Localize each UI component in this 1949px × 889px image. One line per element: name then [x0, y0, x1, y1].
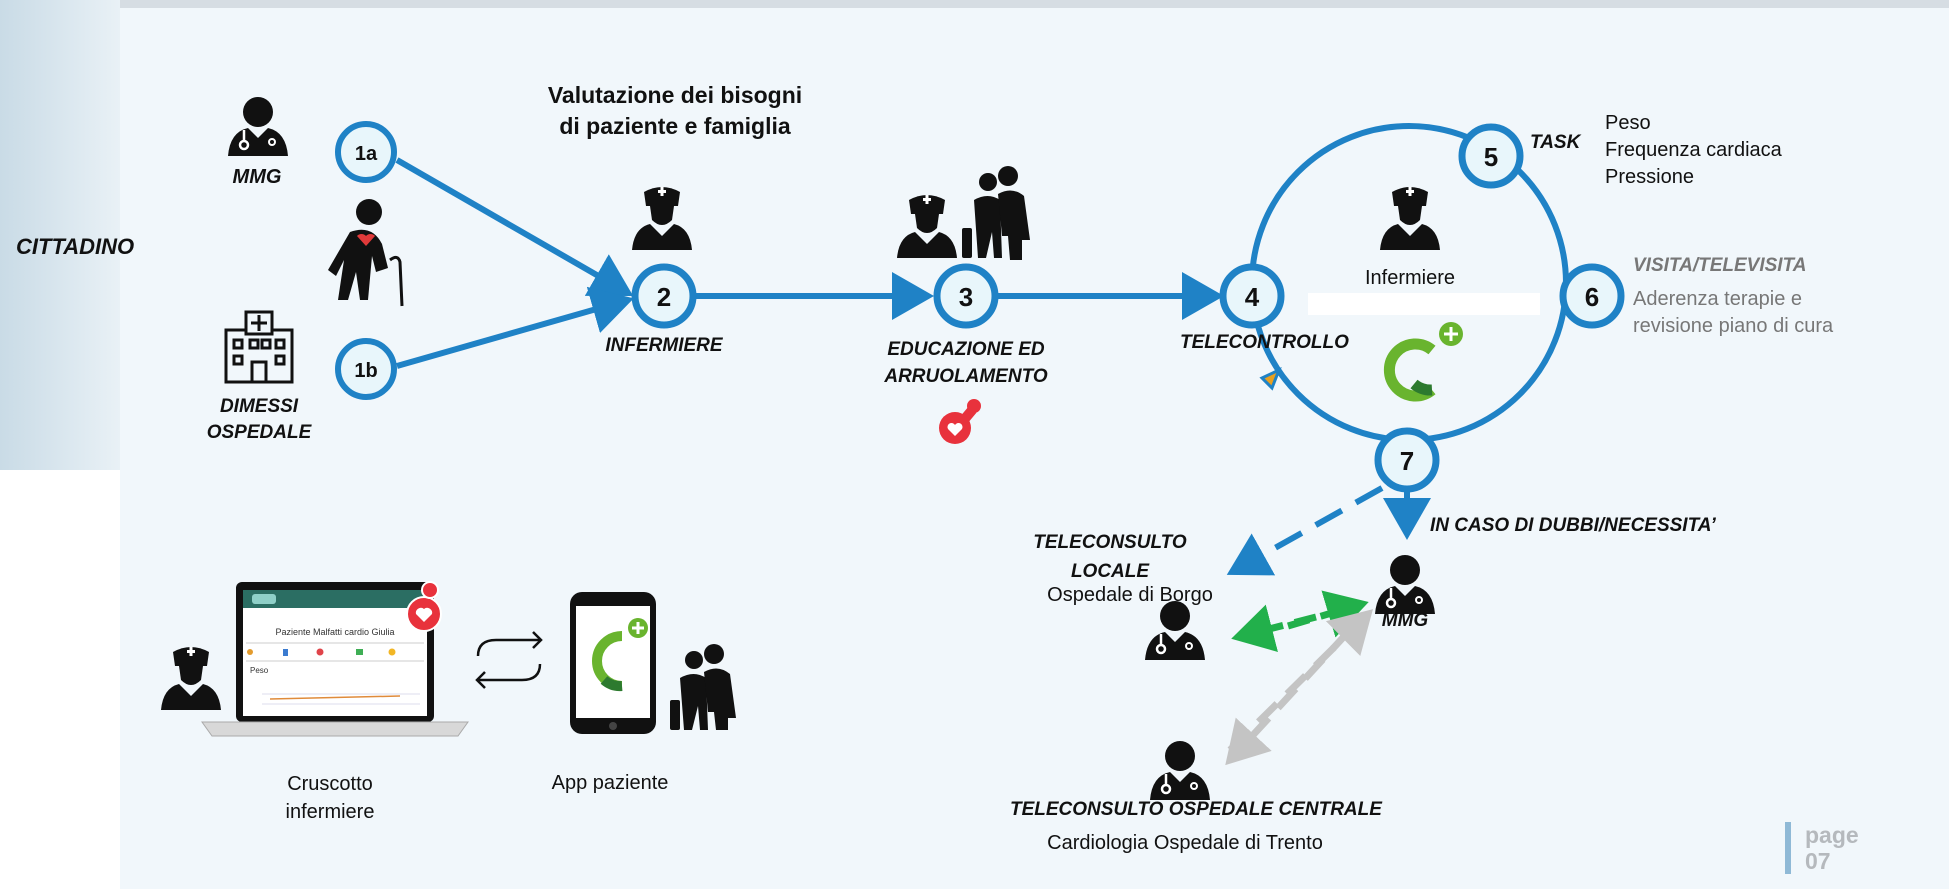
teleconsulto-locale-line2: LOCALE	[1070, 561, 1150, 582]
grey-dashed-arrow-back	[1225, 627, 1353, 766]
arrow-7-to-teleconsulto-locale	[1226, 485, 1384, 576]
task-item-pressione: Pressione	[1605, 166, 1694, 188]
educazione-line2: ARRUOLAMENTO	[884, 366, 1048, 387]
node-6-label: 6	[1585, 282, 1599, 312]
educazione-label: EDUCAZIONE ED ARRUOLAMENTO	[866, 336, 1066, 390]
node-2-label: 2	[657, 282, 671, 312]
green-dashed-arrows	[1231, 590, 1369, 653]
mmg-doctor-small-icon	[1373, 553, 1437, 616]
teleconsulto-locale-line1: TELECONSULTO	[1033, 532, 1187, 553]
telecontrollo-label: TELECONTROLLO	[1180, 332, 1349, 353]
sync-arrows-icon	[475, 631, 543, 689]
arrow-1a-to-2	[395, 157, 634, 296]
app-paziente-label: App paziente	[551, 772, 669, 794]
dashboard-header: Paziente Malfatti cardio Giulia	[275, 627, 394, 637]
visita-line2: revisione piano di cura	[1633, 315, 1834, 337]
task-label: TASK	[1530, 132, 1581, 153]
infermiere-caps-label: INFERMIERE	[605, 335, 723, 356]
task-item-frequenza: Frequenza cardiaca	[1605, 139, 1782, 161]
mmg-doctor-icon	[226, 95, 290, 158]
borgo-doctor-icon	[1143, 599, 1207, 662]
node-1a-label: 1a	[355, 143, 378, 165]
hospital-icon	[224, 310, 294, 384]
dimessi-line2: OSPEDALE	[206, 422, 312, 443]
left-decor-band	[0, 0, 120, 470]
dashboard-nurse-icon	[161, 647, 221, 710]
teleconsulto-locale-label: TELECONSULTO LOCALE	[1030, 528, 1190, 586]
node-5-label: 5	[1484, 142, 1498, 172]
infermiere-label: Infermiere	[1364, 267, 1456, 289]
visita-desc: Aderenza terapie e revisione piano di cu…	[1633, 286, 1833, 340]
page-number: page 07	[1785, 822, 1859, 874]
page-num: 07	[1805, 848, 1831, 874]
node-3: 3	[933, 263, 999, 329]
node-4-label: 4	[1245, 282, 1260, 312]
c-plus-logo	[1383, 322, 1463, 402]
arrow-1b-to-2	[396, 286, 634, 369]
nurse-dashboard-laptop: Paziente Malfatti cardio Giulia Peso	[201, 581, 469, 737]
task-list: Peso Frequenza cardiaca Pressione	[1605, 110, 1782, 191]
dimessi-line1: DIMESSI	[219, 396, 299, 417]
node-4: 4	[1219, 263, 1285, 329]
node-1b-label: 1b	[354, 360, 377, 382]
node-1a: 1a	[335, 121, 397, 183]
nurse-cycle-icon	[1380, 187, 1440, 250]
cycle-arrowhead	[1259, 367, 1282, 391]
node-5: 5	[1458, 123, 1524, 189]
node-7-label: 7	[1400, 446, 1414, 476]
cittadino-label: CITTADINO	[16, 234, 135, 259]
white-band	[1308, 293, 1540, 315]
node-6: 6	[1559, 263, 1625, 329]
teleconsulto-centrale-label: TELECONSULTO OSPEDALE CENTRALE	[1010, 799, 1382, 820]
patient-app-phone	[570, 592, 656, 734]
mmg-label: MMG	[232, 166, 282, 188]
nurse-small-icon	[897, 195, 957, 258]
elderly-patient-icon	[328, 199, 404, 307]
family-icon	[962, 166, 1030, 260]
node-1b: 1b	[335, 338, 397, 400]
visita-label: VISITA/TELEVISITA	[1633, 255, 1807, 276]
valutazione-line2: di paziente e famiglia	[559, 113, 791, 139]
cruscotto-line1: Cruscotto	[287, 773, 373, 795]
in-caso-label: IN CASO DI DUBBI/NECESSITA’	[1430, 515, 1716, 536]
cruscotto-label: Cruscotto infermiere	[260, 770, 400, 826]
node-3-label: 3	[959, 282, 973, 312]
dashboard-section: Peso	[250, 666, 269, 675]
node-7: 7	[1374, 427, 1440, 493]
node-2: 2	[631, 263, 697, 329]
cardiologia-label: Cardiologia Ospedale di Trento	[1047, 832, 1323, 854]
valutazione-title: Valutazione dei bisogni di paziente e fa…	[520, 80, 830, 142]
page-word: page	[1805, 822, 1859, 848]
valutazione-line1: Valutazione dei bisogni	[547, 82, 803, 108]
cruscotto-line2: infermiere	[285, 801, 375, 823]
visita-line1: Aderenza terapie e	[1633, 288, 1803, 310]
dimessi-label: DIMESSI OSPEDALE	[200, 394, 318, 446]
top-decor-band	[120, 0, 1949, 8]
educazione-line1: EDUCAZIONE ED	[887, 339, 1045, 360]
nurse-icon	[632, 187, 692, 250]
task-item-peso: Peso	[1605, 112, 1651, 134]
slide-panel	[120, 8, 1949, 889]
mmg2-label: MMG	[1381, 610, 1429, 631]
trento-doctor-icon	[1148, 739, 1212, 802]
heart-app-logo	[939, 399, 981, 444]
family-app-icon	[670, 644, 736, 730]
ospedale-borgo-label: Ospedale di Borgo	[1047, 584, 1213, 606]
